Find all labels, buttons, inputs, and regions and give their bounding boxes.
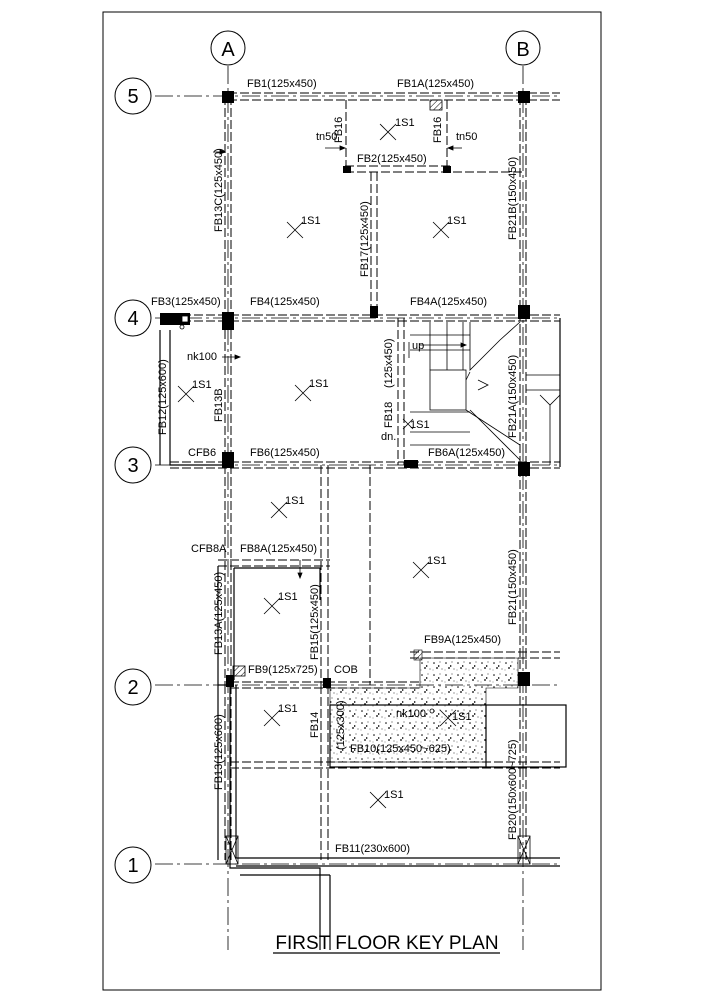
grid-bubble-1: 1 bbox=[114, 846, 152, 884]
label-fb20: FB20(150x600~725) bbox=[507, 739, 519, 840]
label-fb6a: FB6A(125x450) bbox=[428, 447, 505, 459]
svg-text:1S1: 1S1 bbox=[278, 703, 298, 715]
slab-markers bbox=[177, 123, 457, 809]
label-fb4: FB4(125x450) bbox=[250, 296, 320, 308]
svg-text:1S1: 1S1 bbox=[410, 419, 430, 431]
label-fb1: FB1(125x450) bbox=[247, 78, 317, 90]
label-fb10: FB10(125x450~625) bbox=[350, 743, 451, 755]
svg-text:3: 3 bbox=[127, 455, 138, 477]
svg-text:1S1: 1S1 bbox=[285, 495, 305, 507]
label-cfb8a: CFB8A bbox=[191, 543, 227, 555]
label-tn50a: tn50 bbox=[316, 131, 337, 143]
svg-text:2: 2 bbox=[127, 677, 138, 699]
svg-text:4: 4 bbox=[127, 308, 138, 330]
svg-text:1: 1 bbox=[127, 855, 138, 877]
label-fb4a: FB4A(125x450) bbox=[410, 296, 487, 308]
label-fb1a: FB1A(125x450) bbox=[397, 78, 474, 90]
column-details bbox=[179, 99, 531, 865]
label-fb12: FB12(125x600) bbox=[157, 359, 169, 435]
svg-text:1S1: 1S1 bbox=[192, 379, 212, 391]
svg-text:1S1: 1S1 bbox=[301, 215, 321, 227]
label-fb9a: FB9A(125x450) bbox=[424, 634, 501, 646]
label-nk100b: nk100 bbox=[396, 708, 426, 720]
svg-text:B: B bbox=[516, 39, 529, 61]
label-fb16a: FB16 bbox=[333, 117, 345, 143]
svg-text:5: 5 bbox=[127, 86, 138, 108]
label-fb17: FB17(125x450) bbox=[359, 201, 371, 277]
label-fb6: FB6(125x450) bbox=[250, 447, 320, 459]
svg-text:A: A bbox=[221, 39, 235, 61]
label-dn: dn. bbox=[381, 431, 396, 443]
label-fb14: FB14 bbox=[309, 712, 321, 738]
grid-bubble-3: 3 bbox=[114, 446, 152, 484]
label-fb2: FB2(125x450) bbox=[357, 153, 427, 165]
slab-labels: 1S1 1S1 1S1 1S1 1S1 1S1 1S1 1S1 1S1 1S1 … bbox=[192, 117, 472, 801]
label-cob: COB bbox=[334, 664, 358, 676]
label-fb13a: FB13A(125x450) bbox=[213, 572, 225, 655]
svg-text:1S1: 1S1 bbox=[447, 215, 467, 227]
svg-text:1S1: 1S1 bbox=[384, 789, 404, 801]
label-tn50b: tn50 bbox=[456, 131, 477, 143]
sheet-frame bbox=[102, 11, 602, 991]
concrete-zone bbox=[329, 649, 519, 763]
label-cfb6: CFB6 bbox=[188, 447, 216, 459]
svg-text:1S1: 1S1 bbox=[427, 555, 447, 567]
beam-labels: FB1(125x450) FB1A(125x450) FB16 FB16 tn5… bbox=[151, 78, 519, 855]
svg-text:1S1: 1S1 bbox=[395, 117, 415, 129]
label-up: up bbox=[412, 340, 424, 352]
label-fb15: FB15(125x450) bbox=[309, 584, 321, 660]
label-fb21b: FB21B(150x450) bbox=[507, 157, 519, 240]
label-fb11: FB11(230x600) bbox=[335, 843, 410, 855]
grid-bubble-5: 5 bbox=[114, 77, 152, 115]
arrows bbox=[213, 145, 468, 580]
label-fb13: FB13(125x600) bbox=[213, 714, 225, 790]
grid-bubble-2: 2 bbox=[114, 668, 152, 706]
grid-bubble-4: 4 bbox=[114, 299, 152, 337]
label-fb3: FB3(125x450) bbox=[151, 296, 221, 308]
svg-text:1S1: 1S1 bbox=[278, 591, 298, 603]
grid-bubble-B: B bbox=[505, 30, 541, 66]
label-fb18a: (125x450) bbox=[383, 338, 395, 388]
label-fb21: FB21(150x450) bbox=[507, 549, 519, 625]
label-fb14s: (125x300) bbox=[335, 700, 347, 750]
label-fb13c: FB13C(125x450) bbox=[213, 148, 225, 232]
label-fb21a: FB21A(150x450) bbox=[507, 355, 519, 438]
label-fb18: FB18 bbox=[383, 402, 395, 428]
label-fb16b: FB16 bbox=[432, 117, 444, 143]
label-fb8a: FB8A(125x450) bbox=[240, 543, 317, 555]
label-fb13b: FB13B bbox=[213, 388, 225, 422]
grid-bubble-A: A bbox=[210, 30, 246, 66]
label-fb9: FB9(125x725) bbox=[248, 664, 318, 676]
stair bbox=[408, 321, 561, 465]
page-title: FIRST FLOOR KEY PLAN bbox=[275, 933, 498, 954]
svg-text:1S1: 1S1 bbox=[452, 711, 472, 723]
svg-text:1S1: 1S1 bbox=[309, 378, 329, 390]
label-nk100a: nk100 bbox=[187, 351, 217, 363]
